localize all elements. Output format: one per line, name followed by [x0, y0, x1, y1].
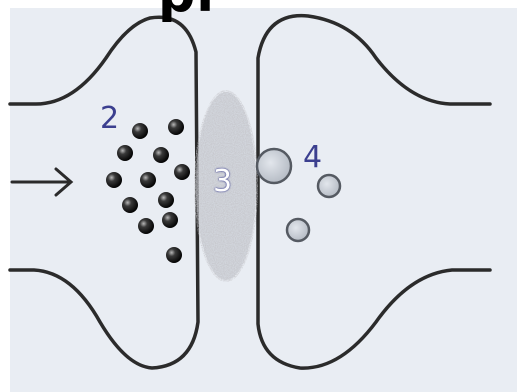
receptors — [255, 147, 342, 243]
label-receptor: 4 — [303, 140, 323, 175]
background-panel — [10, 8, 517, 392]
receptor — [285, 217, 311, 243]
label-cleft: 3 — [213, 164, 233, 199]
vesicle — [132, 123, 148, 139]
vesicle — [122, 197, 138, 213]
label-vesicles: 2 — [100, 101, 120, 136]
receptor-large — [255, 147, 293, 185]
arrow-right-icon — [10, 167, 74, 197]
neurotransmitter-cloud — [194, 90, 258, 282]
vesicle — [153, 147, 169, 163]
presynaptic-membrane — [8, 15, 200, 370]
vesicle — [158, 192, 174, 208]
vesicle — [168, 119, 184, 135]
vesicle — [117, 145, 133, 161]
receptor — [316, 173, 342, 199]
vesicle — [106, 172, 122, 188]
vesicle — [166, 247, 182, 263]
vesicle — [174, 164, 190, 180]
vesicle — [138, 218, 154, 234]
postsynaptic-membrane — [256, 13, 492, 370]
vesicle — [140, 172, 156, 188]
title-fragment: pl — [158, 0, 215, 20]
vesicle — [162, 212, 178, 228]
synaptic-vesicles — [106, 119, 190, 263]
